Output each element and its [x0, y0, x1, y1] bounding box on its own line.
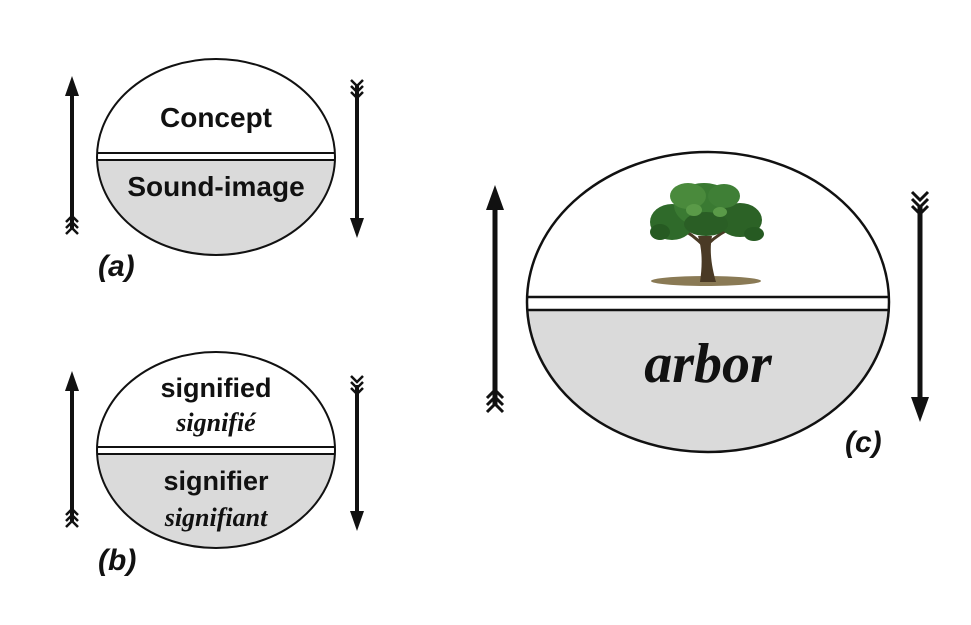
concept-label: Concept: [160, 102, 272, 133]
signifie-label: signifié: [175, 408, 257, 437]
caption-a: (a): [98, 250, 135, 283]
arbor-label: arbor: [644, 333, 773, 395]
sign-diagram-b: signified signifié signifier signifiant …: [65, 351, 364, 577]
sign-diagram-a: Concept Sound-image (a): [65, 58, 364, 283]
down-arrow-icon: [350, 375, 364, 531]
sound-image-label: Sound-image: [127, 171, 304, 202]
sign-diagram-c: arbor (c): [485, 150, 930, 459]
caption-c: (c): [845, 426, 882, 459]
caption-b: (b): [98, 544, 136, 577]
down-arrow-icon: [910, 190, 930, 422]
signifiant-label: signifiant: [164, 503, 268, 532]
up-arrow-icon: [485, 185, 505, 414]
signified-label: signified: [160, 373, 271, 403]
signifier-label: signifier: [163, 466, 269, 496]
down-arrow-icon: [350, 79, 364, 238]
tree-icon: [650, 183, 764, 286]
up-arrow-icon: [65, 76, 79, 235]
up-arrow-icon: [65, 371, 79, 528]
